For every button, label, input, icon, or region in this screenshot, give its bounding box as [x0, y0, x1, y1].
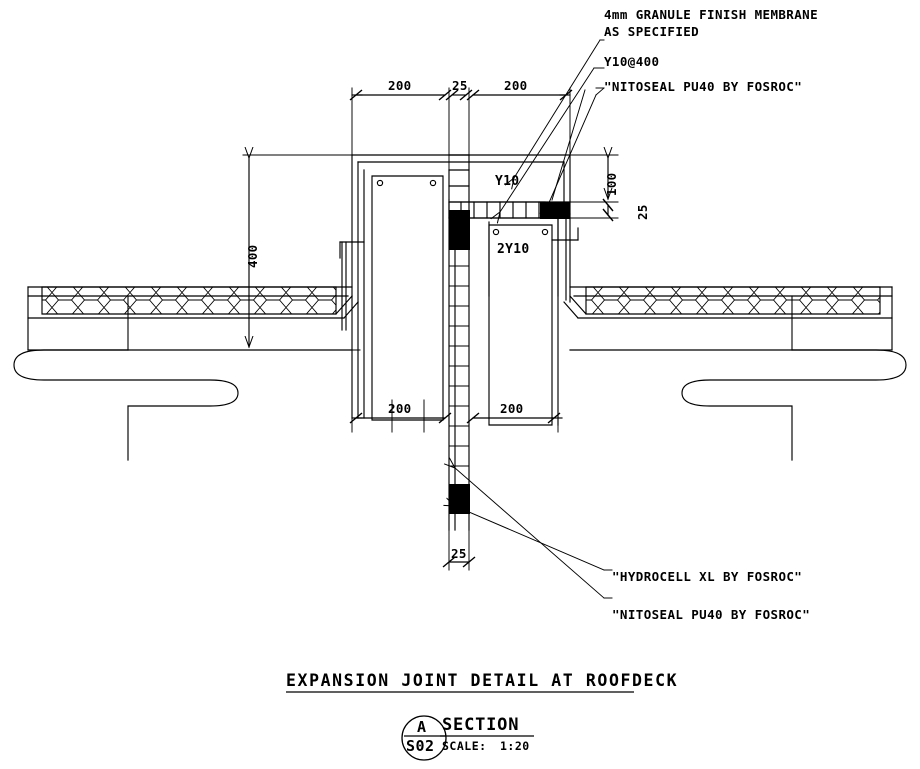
rebar-label-lower: 2Y10: [497, 242, 530, 257]
dim-top-gap: 25: [452, 78, 468, 93]
note-membrane-line1: 4mm GRANULE FINISH MEMBRANE: [604, 7, 818, 22]
rebar-label-upper: Y10: [495, 174, 520, 189]
note-membrane-line2: AS SPECIFIED: [604, 24, 700, 39]
dim-left-height: 400: [245, 244, 260, 268]
drawing-title: EXPANSION JOINT DETAIL AT ROOFDECK: [286, 671, 679, 690]
section-word: SECTION: [442, 715, 520, 735]
scale-label: SCALE:: [442, 739, 487, 753]
dim-right-lower: 25: [635, 204, 650, 220]
sealant-blocks: [449, 202, 570, 514]
dim-bottom-left: 200: [388, 401, 412, 416]
dim-bottom-gap: 25: [451, 546, 467, 561]
note-rebar-spacing: Y10@400: [604, 54, 660, 69]
note-sealant-top: "NITOSEAL PU40 BY FOSROC": [604, 79, 803, 94]
note-sealant-bottom: "NITOSEAL PU40 BY FOSROC": [612, 607, 811, 622]
scale-value: 1:20: [500, 739, 530, 753]
dim-top-right: 200: [504, 78, 528, 93]
section-marker-sheet: S02: [406, 737, 435, 755]
dim-right-upper: 100: [604, 172, 619, 196]
note-filler-bottom: "HYDROCELL XL BY FOSROC": [612, 569, 803, 584]
dim-bottom-right: 200: [500, 401, 524, 416]
dim-top-left: 200: [388, 78, 412, 93]
section-marker-circle: [401, 715, 447, 761]
section-marker-letter: A: [417, 718, 427, 736]
